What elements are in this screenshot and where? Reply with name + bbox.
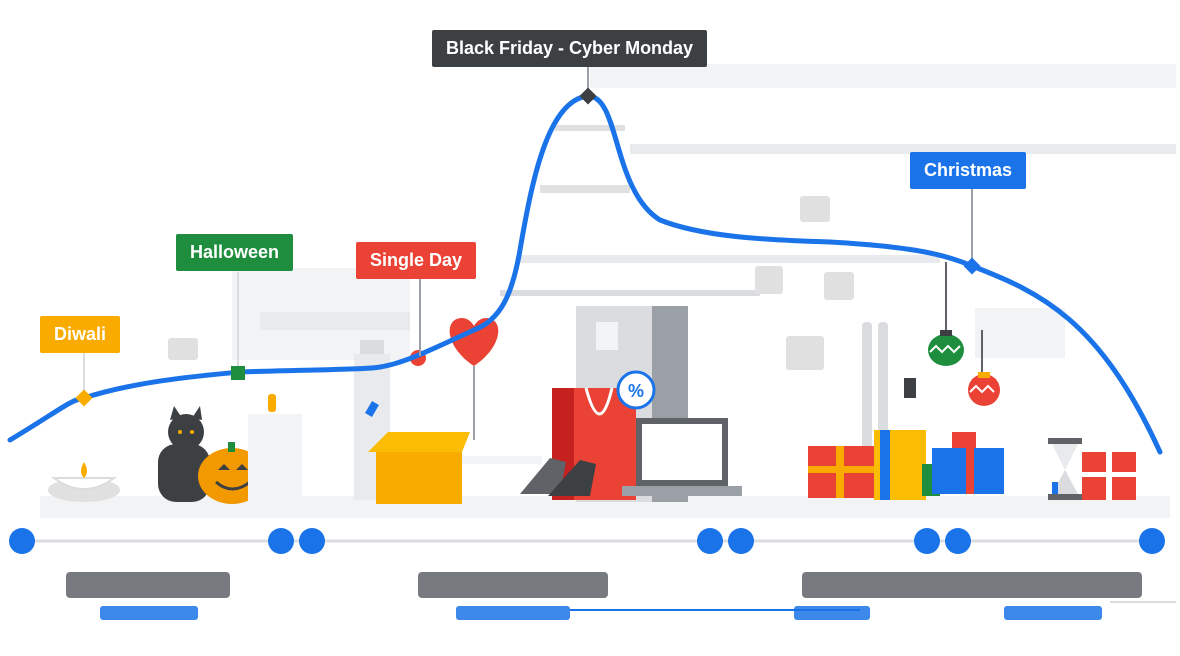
floor-shelf <box>40 496 1170 518</box>
box-icon <box>368 432 542 504</box>
cat-icon <box>158 406 210 502</box>
single-day-tag: Single Day <box>356 242 477 279</box>
halloween-tag: Halloween <box>176 234 294 271</box>
diwali-tag: Diwali <box>40 316 121 353</box>
candle-icon <box>248 394 302 502</box>
timeline-dot <box>9 528 1165 554</box>
laptop-icon <box>622 418 742 496</box>
black-friday-cyber-monday-tag: Black Friday - Cyber Monday <box>432 30 708 67</box>
timeline <box>9 528 1176 611</box>
phase-labels-blurred <box>66 572 1142 620</box>
svg-text:%: % <box>628 381 644 401</box>
demand-curve <box>7 93 1163 455</box>
diya-icon <box>48 462 120 502</box>
event-markers <box>75 66 981 407</box>
snowflake-icon <box>168 196 854 370</box>
background-shapes <box>232 64 1176 360</box>
ornament-icon <box>928 262 1000 406</box>
gift-icon <box>808 430 1136 500</box>
hourglass-icon <box>1048 438 1082 500</box>
heart-balloon-icon <box>410 318 499 440</box>
ski-icon <box>862 322 916 452</box>
christmas-tag: Christmas <box>910 152 1027 189</box>
percent-tag-icon: % <box>616 370 656 410</box>
shoes-icon <box>520 458 596 496</box>
